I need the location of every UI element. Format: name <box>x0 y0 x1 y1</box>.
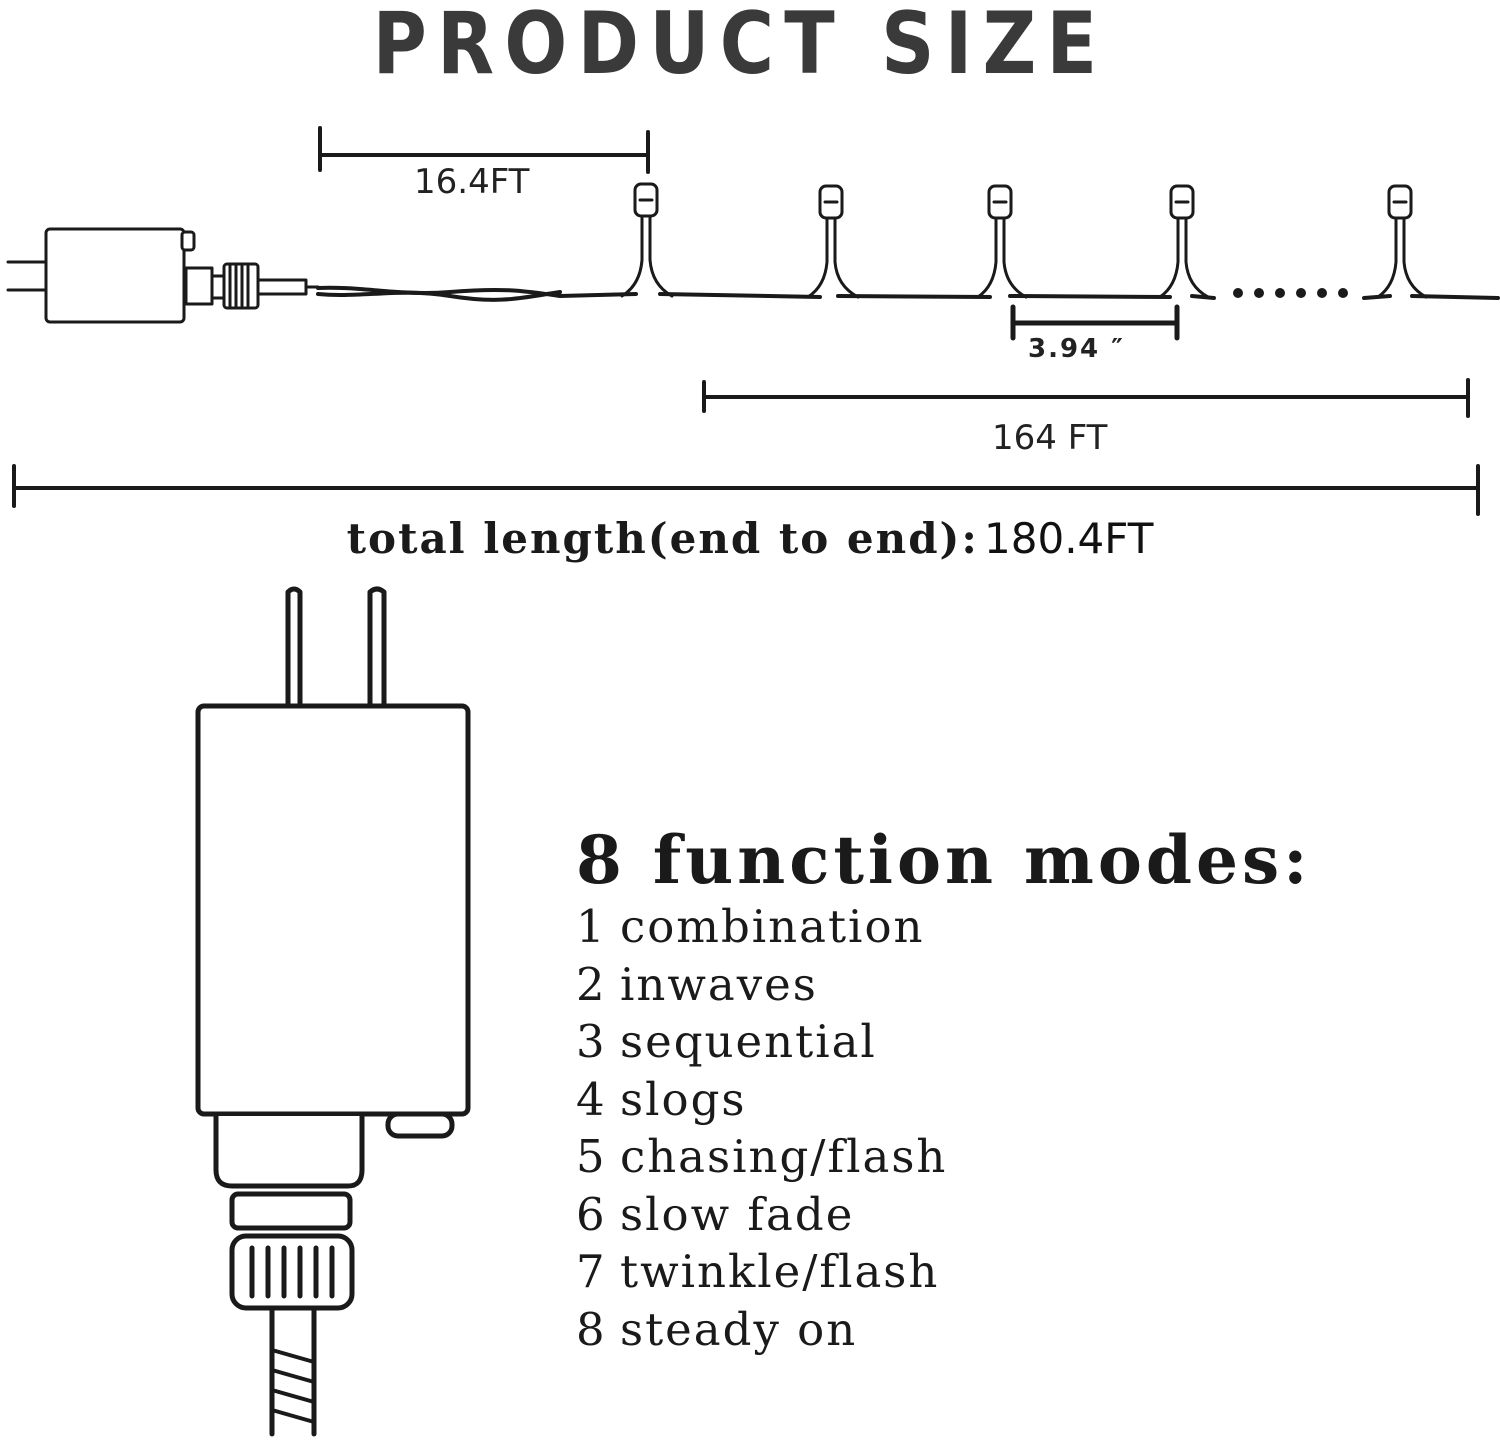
lead-wire-length-label: 16.4FT <box>414 162 530 202</box>
lit-length-label: 164 FT <box>992 418 1108 458</box>
total-length-row: total length(end to end): 180.4FT <box>0 514 1500 563</box>
controller-small-icon <box>6 227 320 324</box>
controller-large-icon <box>195 586 471 1437</box>
bulb <box>976 184 1028 299</box>
bulb-spacing-label: 3.94 ″ <box>1028 334 1125 364</box>
lit-length-dimension-bar <box>702 378 1470 418</box>
mode-label: sequential <box>620 1015 877 1068</box>
bulb <box>1376 184 1428 299</box>
mode-label: steady on <box>620 1302 858 1356</box>
page-title: PRODUCT SIZE <box>372 0 1108 94</box>
mode-label: inwaves <box>620 957 818 1011</box>
mode-label: chasing/flash <box>620 1130 948 1183</box>
bulb <box>1158 184 1210 299</box>
mode-number: 3 <box>576 1015 607 1068</box>
mode-label: slogs <box>620 1072 747 1126</box>
mode-label: slow fade <box>620 1187 855 1241</box>
bulb <box>806 184 860 299</box>
ellipsis-dots <box>1233 288 1348 298</box>
mode-number: 4 <box>576 1072 607 1126</box>
mode-label: twinkle/flash <box>620 1245 940 1298</box>
lead-wire-dimension-bar <box>318 126 650 174</box>
total-length-value: 180.4FT <box>984 514 1154 563</box>
bulb-spacing-dimension-bar <box>1010 304 1180 341</box>
total-length-dimension-bar <box>12 464 1480 516</box>
mode-number: 7 <box>576 1245 607 1298</box>
mode-label: combination <box>620 900 925 953</box>
mode-number: 2 <box>576 957 607 1011</box>
total-length-label: total length(end to end): <box>346 514 979 563</box>
mode-number: 1 <box>576 900 607 953</box>
bulb <box>620 182 674 298</box>
mode-number: 5 <box>576 1130 607 1183</box>
function-modes-title: 8 function modes: <box>576 821 1312 899</box>
mode-number: 8 <box>576 1302 607 1356</box>
mode-number: 6 <box>576 1187 607 1241</box>
